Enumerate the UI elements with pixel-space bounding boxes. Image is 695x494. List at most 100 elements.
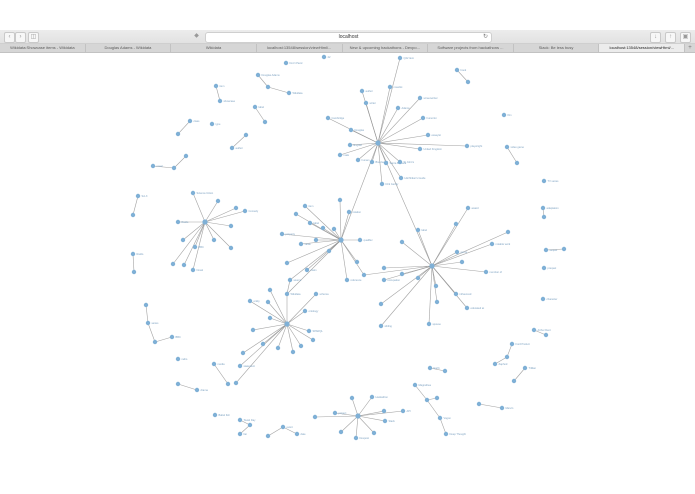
graph-node-dot[interactable] bbox=[417, 95, 423, 101]
graph-node-c5[interactable]: notable work bbox=[489, 241, 511, 247]
graph-node-dot[interactable] bbox=[499, 405, 505, 411]
graph-node-dot[interactable] bbox=[313, 237, 319, 243]
graph-node-d12[interactable] bbox=[181, 262, 187, 268]
graph-node-dot[interactable] bbox=[395, 105, 401, 111]
graph-node-dot[interactable] bbox=[369, 394, 375, 400]
graph-node-dot[interactable] bbox=[378, 301, 384, 307]
tab-6[interactable]: Slack: Be less busy bbox=[514, 44, 600, 52]
graph-node-dot[interactable] bbox=[426, 321, 432, 327]
graph-node-dot[interactable] bbox=[152, 339, 158, 345]
forward-button[interactable]: › bbox=[15, 32, 26, 43]
graph-node-k18[interactable]: Trillian bbox=[522, 365, 537, 371]
graph-node-g18[interactable]: Radio bbox=[130, 251, 144, 257]
graph-node-f10[interactable]: API bbox=[400, 408, 411, 414]
share-button[interactable]: ↑ bbox=[665, 32, 676, 43]
graph-node-dot[interactable] bbox=[540, 205, 546, 211]
graph-node-k17[interactable]: Zaphod bbox=[492, 361, 508, 367]
graph-node-dot[interactable] bbox=[260, 341, 266, 347]
graph-node-dot[interactable] bbox=[237, 363, 243, 369]
graph-node-a19[interactable]: Hitchhiker's Guide bbox=[398, 175, 426, 181]
graph-node-k20[interactable]: Marvin bbox=[499, 405, 514, 411]
graph-node-b4[interactable]: label bbox=[307, 220, 320, 226]
graph-node-c7[interactable]: genre bbox=[454, 249, 468, 255]
graph-node-dot[interactable] bbox=[412, 382, 418, 388]
graph-node-dot[interactable] bbox=[175, 381, 181, 387]
graph-node-dot[interactable] bbox=[150, 163, 156, 169]
graph-node-dot[interactable] bbox=[237, 417, 243, 423]
graph-node-dot[interactable] bbox=[504, 354, 510, 360]
graph-node-k10[interactable] bbox=[561, 246, 567, 252]
graph-node-k1[interactable]: book bbox=[454, 67, 467, 73]
graph-node-d4[interactable]: Radio bbox=[175, 219, 189, 225]
graph-node-dot[interactable] bbox=[443, 431, 449, 437]
graph-node-dot[interactable] bbox=[349, 395, 355, 401]
graph-node-k24[interactable]: Magrathea bbox=[412, 382, 432, 388]
graph-node-c19[interactable]: spouse bbox=[426, 321, 442, 327]
graph-node-h5[interactable] bbox=[284, 321, 290, 327]
graph-node-h6[interactable] bbox=[355, 413, 361, 419]
graph-node-dot[interactable] bbox=[363, 100, 369, 106]
graph-node-dot[interactable] bbox=[425, 132, 431, 138]
graph-node-g11[interactable] bbox=[243, 132, 249, 138]
tab-3[interactable]: localhost:13548/session/viewHtml/... bbox=[257, 44, 343, 52]
graph-node-b3[interactable] bbox=[293, 211, 299, 217]
graph-node-g4[interactable]: item bbox=[213, 83, 225, 89]
graph-node-dot[interactable] bbox=[504, 144, 510, 150]
graph-node-dot[interactable] bbox=[265, 84, 271, 90]
graph-node-b18[interactable] bbox=[331, 226, 337, 232]
graph-node-dot[interactable] bbox=[130, 212, 136, 218]
graph-node-dot[interactable] bbox=[175, 131, 181, 137]
graph-node-dot[interactable] bbox=[294, 431, 300, 437]
graph-node-g5[interactable]: showcase bbox=[217, 98, 236, 104]
graph-node-m4[interactable] bbox=[265, 433, 271, 439]
graph-node-g17[interactable] bbox=[130, 212, 136, 218]
graph-node-dot[interactable] bbox=[465, 79, 471, 85]
graph-node-dot[interactable] bbox=[175, 356, 181, 362]
graph-node-dot[interactable] bbox=[287, 277, 293, 283]
graph-node-g28[interactable] bbox=[225, 381, 231, 387]
graph-node-d1[interactable]: Science fiction bbox=[190, 190, 214, 196]
graph-node-dot[interactable] bbox=[387, 84, 393, 90]
graph-node-c10[interactable] bbox=[381, 265, 387, 271]
graph-node-dot[interactable] bbox=[135, 193, 141, 199]
graph-node-dot[interactable] bbox=[355, 413, 361, 419]
new-tab-button[interactable]: + bbox=[685, 44, 695, 52]
graph-node-k2[interactable] bbox=[465, 79, 471, 85]
graph-node-dot[interactable] bbox=[429, 263, 435, 269]
graph-node-dot[interactable] bbox=[344, 277, 350, 283]
graph-node-e2[interactable] bbox=[267, 287, 273, 293]
graph-node-b1[interactable] bbox=[337, 197, 343, 203]
graph-node-a13[interactable]: Brentwood bbox=[369, 159, 389, 165]
graph-node-dot[interactable] bbox=[286, 90, 292, 96]
graph-node-dot[interactable] bbox=[332, 410, 338, 416]
graph-node-c20[interactable] bbox=[434, 299, 440, 305]
graph-node-g9[interactable] bbox=[175, 131, 181, 137]
graph-node-dot[interactable] bbox=[325, 115, 331, 121]
graph-node-k9[interactable]: sequel bbox=[543, 247, 558, 253]
graph-node-dot[interactable] bbox=[211, 237, 217, 243]
graph-node-dot[interactable] bbox=[194, 387, 200, 393]
graph-node-d8[interactable]: Novel bbox=[190, 267, 204, 273]
graph-node-dot[interactable] bbox=[169, 334, 175, 340]
graph-node-c2[interactable] bbox=[453, 221, 459, 227]
graph-node-dot[interactable] bbox=[302, 308, 308, 314]
graph-node-dot[interactable] bbox=[400, 408, 406, 414]
graph-node-c6[interactable] bbox=[505, 229, 511, 235]
graph-node-dot[interactable] bbox=[130, 251, 136, 257]
graph-node-dot[interactable] bbox=[337, 197, 343, 203]
graph-node-e8[interactable] bbox=[240, 350, 246, 356]
graph-node-e10[interactable]: statement bbox=[237, 363, 255, 369]
graph-node-k5[interactable] bbox=[514, 160, 520, 166]
graph-node-b13[interactable]: qualifier bbox=[357, 237, 373, 243]
graph-node-dot[interactable] bbox=[320, 225, 326, 231]
graph-node-dot[interactable] bbox=[354, 259, 360, 265]
graph-node-k26[interactable]: Vogon bbox=[437, 415, 452, 421]
address-bar[interactable]: localhost ↻ bbox=[205, 32, 492, 43]
graph-node-dot[interactable] bbox=[265, 299, 271, 305]
graph-node-g20[interactable] bbox=[143, 302, 149, 308]
graph-node-dot[interactable] bbox=[312, 414, 318, 420]
graph-node-c16[interactable]: educated at bbox=[464, 305, 485, 311]
graph-node-dot[interactable] bbox=[190, 190, 196, 196]
graph-node-dot[interactable] bbox=[381, 408, 387, 414]
graph-node-dot[interactable] bbox=[284, 321, 290, 327]
